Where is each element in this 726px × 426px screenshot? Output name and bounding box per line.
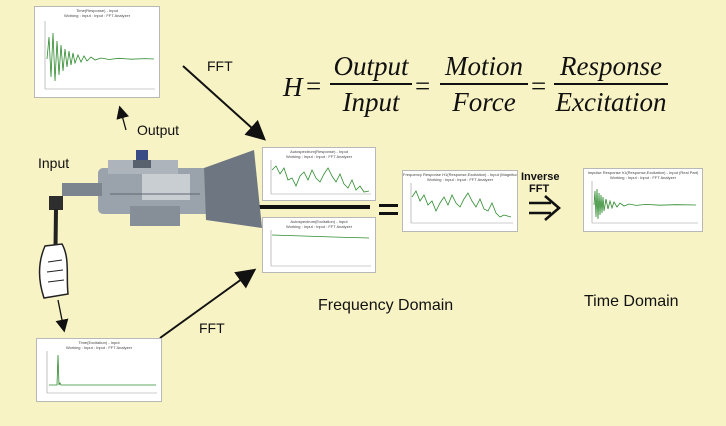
- equation-lhs: H: [283, 72, 303, 102]
- fraction-numerator: Response: [560, 51, 662, 81]
- input-label: Input: [38, 155, 70, 171]
- response-time-plot: Time(Response) - Input Working : Input :…: [34, 6, 160, 98]
- frf-trace: [411, 190, 512, 218]
- impulse-response-plot: Impulse Response h1(Response,Excitation)…: [583, 168, 703, 232]
- plot-subtitle: Working : Input : Input : FFT Analyzer: [426, 177, 494, 182]
- fraction-motion-force: Motion Force: [440, 51, 528, 117]
- equation-equals-3: =: [531, 71, 547, 101]
- division-bar: [256, 205, 370, 209]
- fft-top-arrow: [182, 65, 266, 141]
- frequency-domain-label: Frequency Domain: [318, 297, 454, 314]
- impact-hammer-illustration: [38, 196, 69, 299]
- excitation-spectrum-trace: [271, 234, 370, 239]
- fraction-numerator: Motion: [445, 51, 523, 81]
- impulse-response-trace: [593, 188, 697, 220]
- response-time-trace: [46, 32, 155, 82]
- excitation-time-plot: Time(Excitation) - Input Working : Input…: [36, 338, 162, 402]
- fraction-denominator: Input: [342, 87, 400, 117]
- plot-subtitle: Working : Input : Input : FFT Analyzer: [609, 175, 677, 180]
- fraction-numerator: Output: [333, 51, 409, 81]
- plot-subtitle: Working : Input : Input : FFT Analyzer: [285, 154, 353, 159]
- equation-equals-2: =: [415, 71, 431, 101]
- fraction-output-input: Output Input: [330, 51, 412, 117]
- plot-subtitle: Working : Input : Input : FFT Analyzer: [65, 345, 133, 350]
- plot-title: Autospectrum(Excitation) - Input: [290, 219, 348, 224]
- plot-subtitle: Working : Input : Input : FFT Analyzer: [285, 224, 353, 229]
- input-arrow: [55, 299, 69, 333]
- plot-title: Impulse Response h1(Response,Excitation)…: [587, 170, 699, 175]
- equation-equals-1: =: [306, 71, 322, 101]
- plot-subtitle: Working : Input : Input : FFT Analyzer: [63, 13, 131, 18]
- excitation-spectrum-plot: Autospectrum(Excitation) - Input Working…: [262, 217, 376, 273]
- plot-title: Time(Excitation) - Input: [78, 340, 120, 345]
- fft-label-top: FFT: [207, 58, 233, 74]
- response-spectrum-plot: Autospectrum(Response) - Input Working :…: [262, 147, 376, 201]
- fraction-denominator: Excitation: [555, 87, 667, 117]
- plot-title: Autospectrum(Response) - Input: [290, 149, 348, 154]
- response-spectrum-trace: [271, 165, 370, 193]
- fft-label-bottom: FFT: [199, 320, 225, 336]
- inverse-fft-label: FFT: [529, 183, 550, 195]
- plot-title: Frequency Response H1(Response,Excitatio…: [403, 172, 517, 177]
- equals-sign-bottom: [379, 212, 398, 215]
- excitation-time-trace: [49, 354, 156, 386]
- plot-title: Time(Response) - Input: [76, 8, 118, 13]
- gearbox-illustration: [62, 150, 262, 228]
- equals-sign-top: [379, 204, 398, 207]
- fraction-response-excitation: Response Excitation: [554, 51, 668, 117]
- fft-bottom-arrow: [159, 268, 257, 339]
- output-arrow: [116, 105, 130, 131]
- frf-plot: Frequency Response H1(Response,Excitatio…: [402, 170, 518, 232]
- inverse-fft-arrow: [529, 195, 561, 221]
- inverse-label: Inverse: [521, 171, 560, 183]
- output-label: Output: [137, 122, 180, 138]
- fraction-denominator: Force: [452, 87, 516, 117]
- time-domain-label: Time Domain: [584, 293, 679, 310]
